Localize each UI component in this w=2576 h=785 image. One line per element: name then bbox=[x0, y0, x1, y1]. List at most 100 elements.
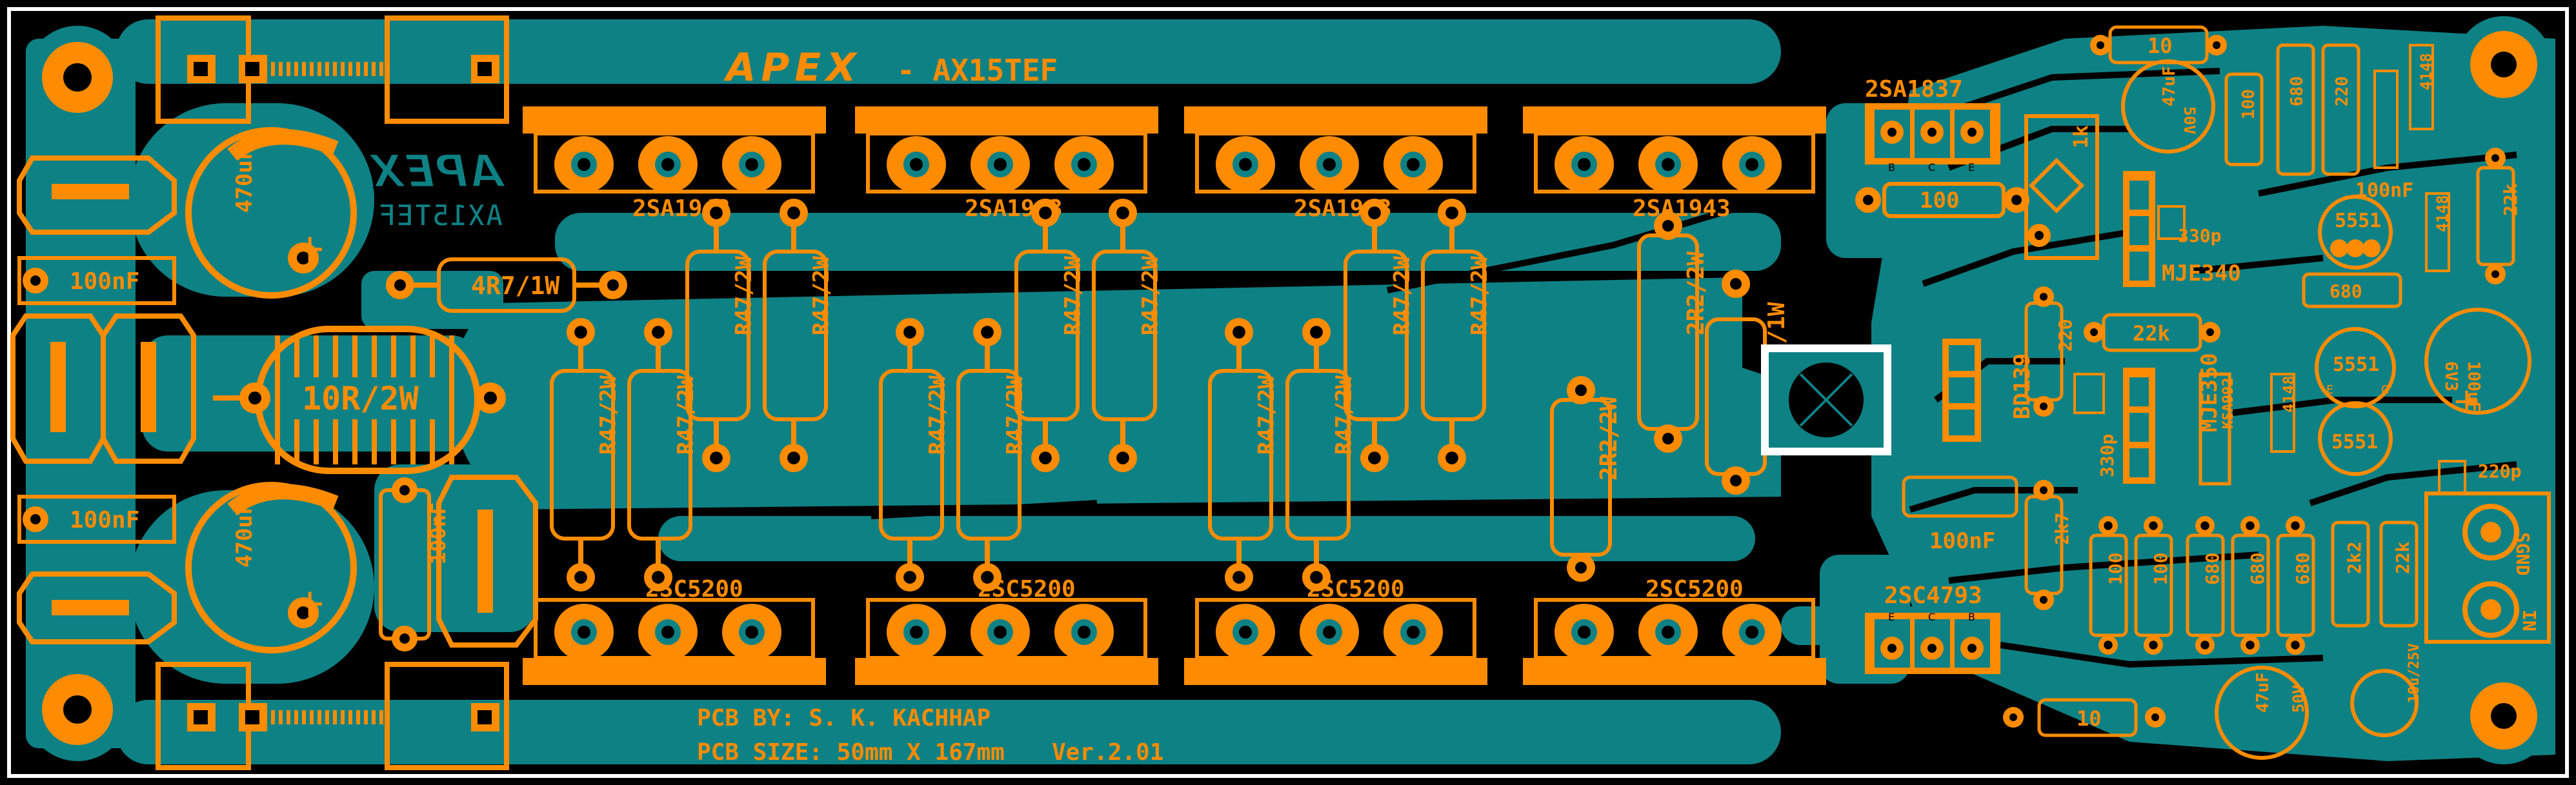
diode-3: 4148 bbox=[2270, 373, 2298, 453]
r-10-bottom-label: 10 bbox=[2077, 706, 2102, 731]
resistor-2r2-top-label: 2R2/2W bbox=[1683, 252, 1709, 335]
r-220-mid-label: 220 bbox=[2055, 319, 2076, 352]
bottom-row-resistor-2: 100 bbox=[2134, 516, 2173, 655]
emitter-resistor-12-label: R47/2W bbox=[1467, 256, 1493, 335]
driver-bottom-pin-b: B bbox=[1968, 611, 1975, 623]
driver-top-res-label: 100 bbox=[1920, 188, 1959, 214]
emitter-resistor-12: R47/2W bbox=[1421, 199, 1493, 472]
svg-text:+: + bbox=[294, 226, 326, 271]
transistor-5551-top: 5551 bbox=[2318, 195, 2393, 270]
r-2k7-label: 2k7 bbox=[2051, 512, 2073, 545]
emitter-resistor-11: R47/2W bbox=[1343, 199, 1415, 472]
bottom-row-resistor-2-label: 100 bbox=[2150, 552, 2171, 585]
r-680-top-label: 680 bbox=[2288, 76, 2307, 106]
t5551-mid-label: 5551 bbox=[2333, 353, 2379, 376]
r-2k2-label: 2k2 bbox=[2344, 541, 2365, 574]
cap-100nf-left-bottom-label: 100nF bbox=[70, 507, 139, 533]
mount-hole-bottom-right bbox=[2455, 668, 2552, 764]
cap-100nf-vertical: 100nF bbox=[379, 477, 450, 651]
resistor-22k-bottom: 22k bbox=[2379, 521, 2419, 628]
bottom-row-resistor-5: 680 bbox=[2276, 516, 2315, 655]
cap-47uf-top-volt: 50V bbox=[2180, 106, 2199, 134]
cap-47uf-top-label: 47uF bbox=[2160, 66, 2179, 106]
bottom-resistor-row: 100 100 680 680 680 bbox=[2089, 516, 2315, 655]
emitter-resistor-7: R47/2W bbox=[1014, 199, 1086, 472]
cap-47uf-bottom: 47uF 50V bbox=[2215, 666, 2309, 760]
t5551-mid-pin-e: E bbox=[2326, 383, 2333, 397]
resistor-2k7: 2k7 bbox=[2024, 480, 2073, 610]
resistor-220-mid: 220 bbox=[2024, 286, 2076, 417]
emitter-resistor-7-label: R47/2W bbox=[1060, 256, 1086, 335]
transistor-top-4: 2SA1943 bbox=[1523, 106, 1826, 222]
cap-10u-label: 10u/25V bbox=[2406, 643, 2422, 703]
emitter-resistor-4: R47/2W bbox=[763, 199, 834, 472]
diode-2-label: 4148 bbox=[2433, 195, 2451, 232]
preset-label: 1k bbox=[2070, 125, 2093, 148]
mirrored-model-text: AX15TEF bbox=[378, 198, 503, 233]
cap-470uf-top: 470uF + bbox=[185, 127, 357, 299]
resistor-4r7: 4R7/1W bbox=[386, 257, 627, 313]
t5551-top-label: 5551 bbox=[2335, 210, 2381, 232]
emitter-resistor-5-label: R47/2W bbox=[925, 375, 951, 455]
bottom-row-resistor-4-label: 680 bbox=[2247, 552, 2268, 585]
r-22k-bottom-label: 22k bbox=[2392, 541, 2413, 574]
driver-2sa1837: 2SA1837 B C E 100 bbox=[1855, 76, 2029, 218]
r-10-top-label: 10 bbox=[2148, 34, 2173, 58]
r-22k-right-label: 22k bbox=[2500, 183, 2521, 216]
diode-2: 4148 bbox=[2425, 192, 2451, 272]
cap-47uf-top: 47uF 50V bbox=[2121, 59, 2215, 154]
cap-330p-bottom-label: 330p bbox=[2097, 434, 2118, 477]
t5551-bottom-label: 5551 bbox=[2331, 431, 2378, 453]
cap-100nf-left-top: 100nF bbox=[17, 256, 176, 305]
transistor-bottom-4: 2SC5200 bbox=[1523, 576, 1826, 685]
credits: PCB BY: S. K. KACHHAP PCB SIZE: 50mm X 1… bbox=[697, 705, 1163, 766]
cap-470uf-bottom-label: 470uF bbox=[232, 502, 257, 568]
mirrored-logo-text: APEX bbox=[368, 145, 507, 198]
cap-220p-label: 220p bbox=[2478, 461, 2521, 482]
resistor-2r2-bottom: 2R2/2W bbox=[1550, 376, 1622, 582]
input-connector: SGND IN bbox=[2424, 492, 2551, 644]
cap-470uf-top-label: 470uF bbox=[232, 147, 257, 213]
driver-bottom-pin-e: E bbox=[1888, 611, 1895, 623]
emitter-resistor-1-label: R47/2W bbox=[596, 375, 621, 455]
resistor-2k2: 2k2 bbox=[2331, 521, 2370, 628]
resistor-4r7-label: 4R7/1W bbox=[471, 272, 559, 300]
mount-hole-top-left bbox=[26, 26, 129, 129]
trace-isolation bbox=[709, 68, 2517, 668]
r-680-right-label: 680 bbox=[2329, 281, 2362, 302]
small-resistors-top: 100 680 220 4148 100nF bbox=[2224, 43, 2435, 202]
emitter-resistor-1: R47/2W bbox=[550, 318, 621, 591]
cap-330p-top-label: 330p bbox=[2178, 225, 2221, 246]
driver-top-pin-e: E bbox=[1968, 161, 1975, 174]
driver-bottom-label: 2SC4793 bbox=[1884, 582, 1982, 609]
resistor-22k-right: 22k bbox=[2476, 148, 2521, 284]
driver-top-pin-b: B bbox=[1888, 161, 1895, 174]
bottom-row-resistor-3-label: 680 bbox=[2202, 552, 2223, 585]
transistor-5551-bottom: 5551 bbox=[2318, 401, 2393, 476]
driver-top-pin-c: C bbox=[1928, 161, 1935, 174]
resistor-10-top: 10 bbox=[2090, 25, 2227, 65]
diode-1-label: 4148 bbox=[2417, 53, 2435, 90]
emitter-resistor-3: R47/2W bbox=[685, 199, 757, 472]
cap-100nf-bd-label: 100nF bbox=[1929, 528, 1995, 554]
driver-2sc4793: 2SC4793 E C B bbox=[1865, 582, 2000, 674]
resistor-2r2-top: 2R2/2W bbox=[1637, 212, 1709, 453]
svg-text:+: + bbox=[294, 581, 326, 626]
terminal-bottom bbox=[156, 662, 509, 770]
bottom-row-resistor-1: 100 bbox=[2089, 516, 2128, 655]
mount-hole-top-right bbox=[2455, 16, 2552, 113]
transistor-bottom-3: 2SC5200 bbox=[1184, 576, 1487, 685]
credits-version: Ver.2.01 bbox=[1052, 739, 1163, 766]
diode-3-label: 4148 bbox=[2280, 375, 2298, 413]
brand-logo: APEX - AX15TEF bbox=[723, 45, 1058, 90]
transistor-top-2: 2SA1943 bbox=[855, 106, 1158, 222]
cap-470uf-bottom: 470uF + bbox=[185, 482, 357, 653]
cap-100uf: 100uF 6V3 + bbox=[2424, 308, 2531, 421]
cap-100nf-left-top-label: 100nF bbox=[70, 268, 139, 295]
emitter-resistor-11-label: R47/2W bbox=[1389, 256, 1415, 335]
t5551-mid-pin-c: C bbox=[2381, 383, 2390, 397]
driver-top-label: 2SA1837 bbox=[1865, 76, 1963, 103]
transistor-5551-mid: 5551 E C bbox=[2315, 327, 2396, 408]
